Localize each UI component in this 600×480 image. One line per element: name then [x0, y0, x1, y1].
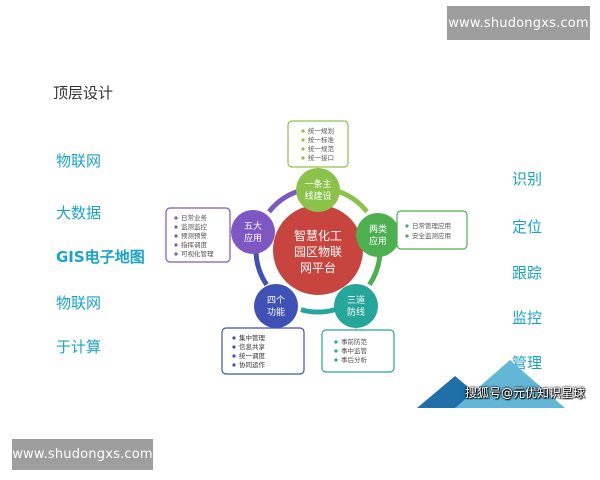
center-circle: [273, 205, 363, 295]
center-line-1: 智慧化工: [294, 228, 342, 243]
box-right-bullet-2: [405, 234, 409, 238]
node-right-line-1: 两类: [369, 223, 387, 235]
box-left-bullet-3: [174, 234, 178, 238]
center-hub: 智慧化工 园区物联 网平台: [273, 205, 363, 295]
node-bottom-left-line-1: 四个: [267, 295, 285, 306]
node-top-line-1: 一条主: [304, 178, 331, 190]
box-top-bullet-3: [301, 147, 305, 151]
box-top-item-3: 统一规范: [308, 144, 335, 153]
box-top: 统一规划 统一标准 统一规范 统一接口: [287, 120, 349, 168]
box-left-item-5: 可视化管理: [181, 249, 214, 258]
node-right-line-2: 应用: [369, 235, 387, 247]
box-left-frame: [165, 207, 231, 263]
left-item-cloud: 于计算: [56, 338, 102, 356]
node-bottom-right-line-1: 三道: [347, 294, 365, 306]
box-bottom-left-bullet-3: [232, 354, 236, 358]
box-left-bullet-5: [174, 252, 178, 256]
box-top-item-1: 统一规划: [308, 126, 334, 135]
box-bottom-left-item-3: 统一调度: [239, 351, 266, 360]
right-item-identify: 识别: [512, 170, 543, 188]
decor-triangle-light: [455, 360, 565, 408]
box-left-bullet-2: [174, 225, 178, 229]
right-item-locate: 定位: [512, 218, 543, 236]
box-right-bullet-1: [405, 224, 409, 228]
center-line-3: 网平台: [300, 260, 336, 275]
box-bottom-right-item-3: 事后分析: [341, 355, 368, 364]
node-left-line-1: 五大: [244, 220, 262, 232]
left-item-iot-2: 物联网: [56, 294, 102, 312]
node-left-circle: [231, 210, 275, 254]
box-left-bullet-1: [174, 216, 178, 220]
ring-arc-5: [267, 189, 298, 214]
box-bottom-left-bullet-1: [232, 336, 236, 340]
watermark-top: www.shudongxs.com: [447, 6, 590, 40]
box-bottom-left-item-2: 信息共享: [239, 342, 266, 351]
watermark-bottom: www.shudongxs.com: [12, 439, 153, 470]
page-title: 顶层设计: [53, 84, 114, 102]
ring-arc-4: [253, 252, 269, 287]
node-right: 两类 应用: [356, 213, 400, 257]
box-bottom-left-bullet-4: [232, 363, 236, 367]
box-top-bullet-4: [301, 156, 305, 160]
box-top-item-4: 统一接口: [308, 153, 334, 162]
box-bottom-right-item-2: 事中监管: [341, 346, 368, 355]
node-top-line-2: 线建设: [304, 190, 331, 202]
box-left-item-4: 指挥调度: [181, 240, 208, 249]
node-left-line-2: 应用: [244, 232, 262, 244]
box-right-item-2: 安全监测应用: [412, 231, 451, 240]
box-bottom-left-item-1: 集中管理: [239, 333, 266, 342]
box-left-item-2: 监测监控: [181, 222, 208, 231]
box-left-bullet-4: [174, 243, 178, 247]
box-bottom-left-bullet-2: [232, 345, 236, 349]
box-bottom-left-item-4: 协同运作: [239, 360, 266, 369]
box-bottom-right-frame: [321, 329, 395, 373]
center-line-2: 园区物联: [294, 245, 342, 259]
source-credit: 搜狐号@元优知识星球: [465, 386, 586, 400]
box-right-item-1: 日常管理应用: [412, 221, 451, 230]
box-bottom-right-item-1: 事前防范: [341, 337, 368, 346]
ring-arc-1: [338, 189, 369, 214]
left-item-big-data: 大数据: [56, 204, 102, 222]
node-right-circle: [356, 213, 400, 257]
box-top-bullet-2: [301, 138, 305, 142]
node-top-circle: [296, 168, 340, 212]
node-left: 五大 应用: [231, 210, 275, 254]
right-item-monitor: 监控: [512, 309, 543, 327]
node-bottom-right-line-2: 防线: [347, 306, 365, 318]
box-top-item-2: 统一标准: [308, 135, 335, 144]
left-item-gis-map: GIS电子地图: [56, 248, 145, 266]
box-top-bullet-1: [301, 129, 305, 133]
box-left-item-1: 日常业务: [181, 213, 208, 222]
box-right-frame: [396, 210, 468, 250]
box-bottom-right: 事前防范 事中监管 事后分析: [321, 329, 395, 373]
node-top: 一条主 线建设: [296, 168, 340, 212]
box-right: 日常管理应用 安全监测应用: [396, 210, 468, 250]
box-bottom-right-bullet-1: [334, 340, 338, 344]
box-bottom-left-frame: [221, 327, 305, 375]
box-bottom-left: 集中管理 信息共享 统一调度 协同运作: [221, 327, 305, 375]
left-item-iot: 物联网: [56, 152, 102, 170]
box-bottom-right-bullet-3: [334, 358, 338, 362]
node-bottom-left-line-2: 功能: [267, 306, 285, 318]
ring-arc-2: [367, 252, 383, 287]
node-bottom-right: 三道 防线: [334, 284, 378, 328]
box-left-item-3: 预测预警: [181, 231, 208, 240]
node-bottom-left: 四个 功能: [254, 284, 298, 328]
right-item-manage: 管理: [512, 354, 543, 372]
node-bottom-right-circle: [334, 284, 378, 328]
box-left: 日常业务 监测监控 预测预警 指挥调度 可视化管理: [165, 207, 231, 263]
node-bottom-left-circle: [254, 284, 298, 328]
ring-arc-3: [300, 307, 336, 315]
box-bottom-right-bullet-2: [334, 349, 338, 353]
right-item-track: 跟踪: [512, 264, 543, 282]
